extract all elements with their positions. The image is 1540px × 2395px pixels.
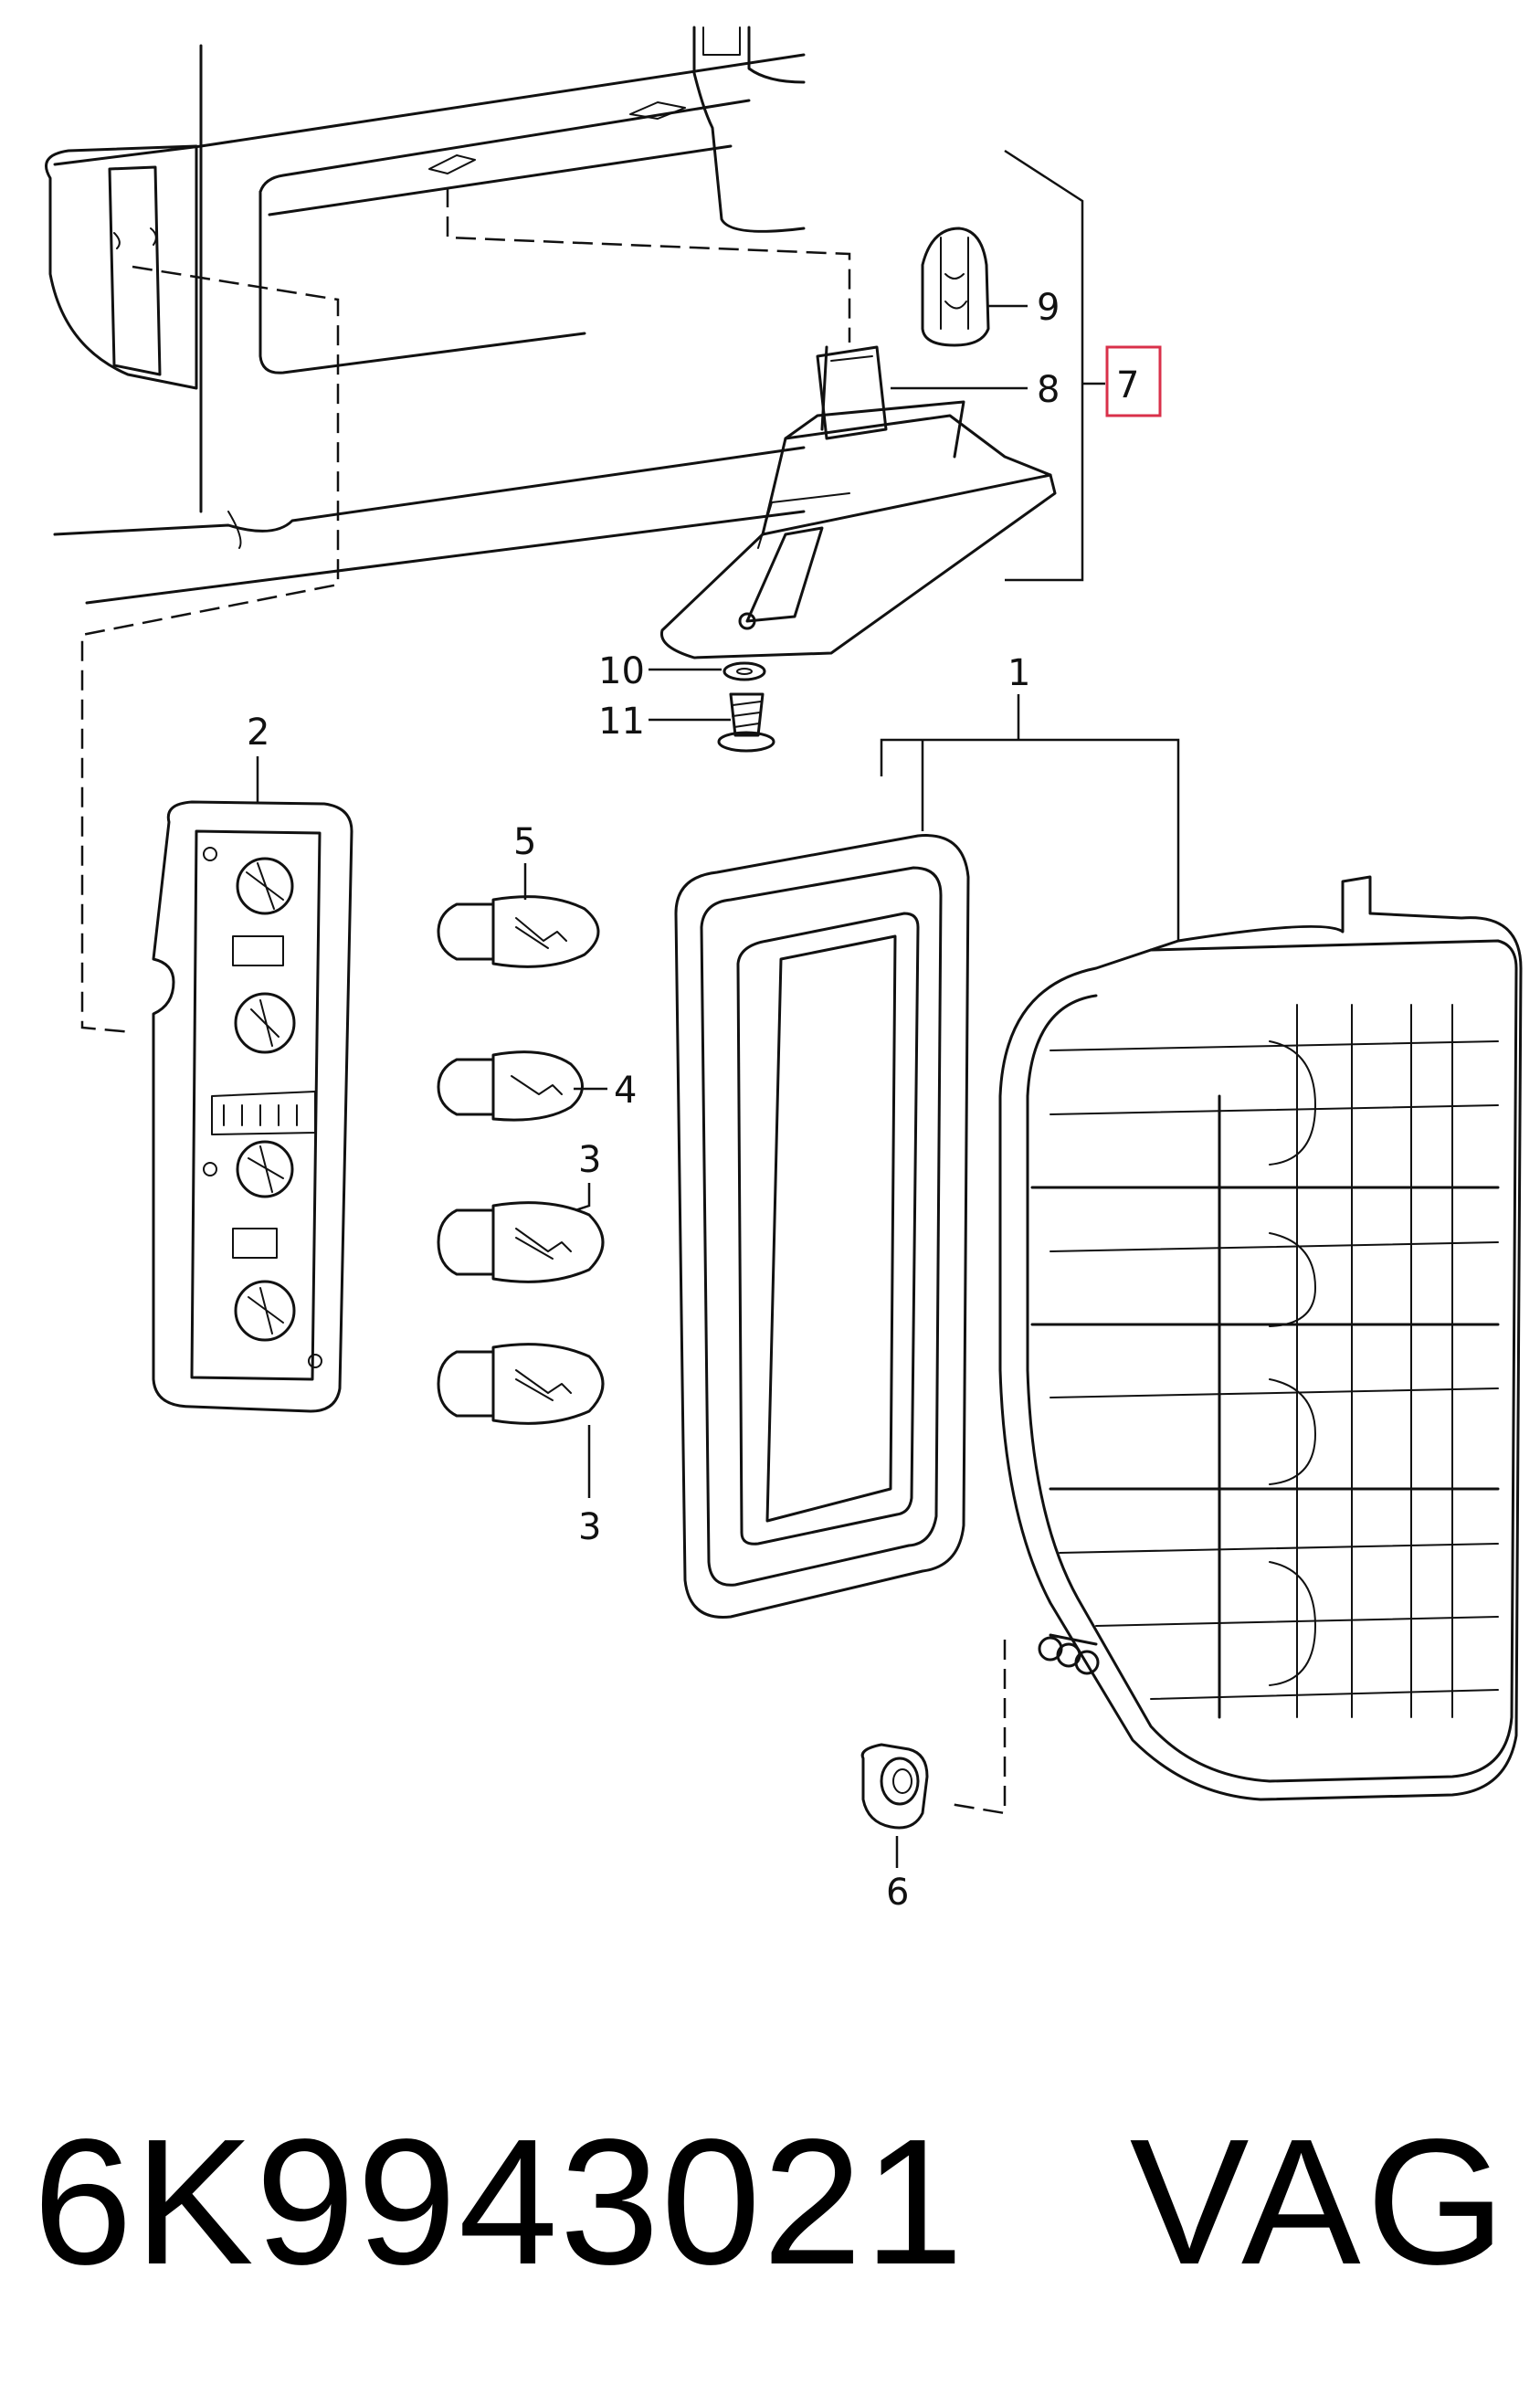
callout-1-bracket: 1 xyxy=(880,652,1180,941)
callout-3a: 3 xyxy=(578,1139,601,1181)
part-6-nut: 6 xyxy=(860,1743,929,1914)
part-10-washer: 10 xyxy=(598,650,766,692)
callout-7-highlight-box xyxy=(1105,345,1162,417)
callout-2: 2 xyxy=(247,712,269,754)
part-9-wedge-bulb: 9 xyxy=(921,227,1060,347)
callout-5: 5 xyxy=(513,821,536,863)
part-1-tail-light-lens xyxy=(998,875,1523,1801)
part-5-bulb: 5 xyxy=(437,821,600,968)
part-7-assembly-bracket: 7 xyxy=(1004,149,1162,582)
brand-label: VAG xyxy=(1129,2101,1512,2302)
part-2-bulb-holder: 2 xyxy=(152,712,353,1413)
callout-1: 1 xyxy=(1007,652,1030,694)
callout-4: 4 xyxy=(614,1070,637,1112)
exploded-parts-diagram: 9 8 7 10 11 2 xyxy=(45,26,1523,1914)
callout-3b: 3 xyxy=(578,1506,601,1548)
callout-11: 11 xyxy=(598,701,645,743)
product-footer: 6K9943021 VAG xyxy=(33,2101,1513,2302)
part-8-plate-lamp-housing: 8 xyxy=(659,345,1060,659)
callout-6: 6 xyxy=(886,1872,909,1914)
part-number-label: 6K9943021 xyxy=(33,2101,965,2302)
callout-9: 9 xyxy=(1037,287,1060,329)
assembly-guide-lines xyxy=(80,187,1007,1815)
callout-8: 8 xyxy=(1037,369,1060,411)
part-3-bulb-upper: 3 xyxy=(437,1139,605,1283)
callout-10: 10 xyxy=(598,650,645,692)
part-4-bulb: 4 xyxy=(437,1050,637,1122)
gasket xyxy=(674,834,970,1619)
callout-7: 7 xyxy=(1116,364,1139,406)
vehicle-body-panel xyxy=(45,26,806,605)
part-3-bulb-lower: 3 xyxy=(437,1343,605,1548)
part-11-screw: 11 xyxy=(598,692,775,753)
